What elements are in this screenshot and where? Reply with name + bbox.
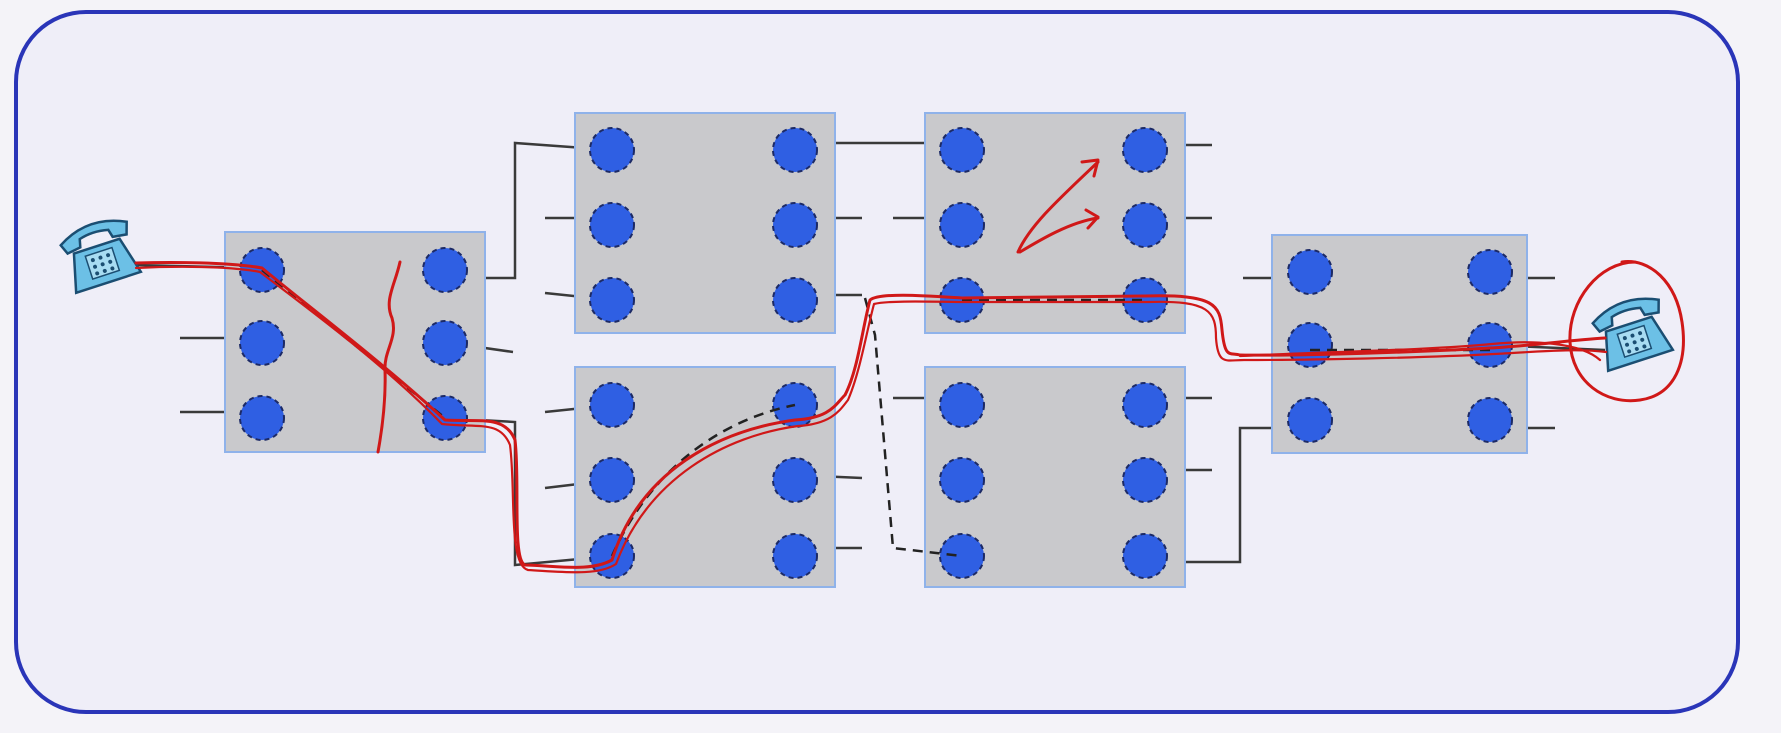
arrow-mark xyxy=(1084,208,1100,230)
port xyxy=(422,320,468,366)
arrow-mark xyxy=(1018,216,1100,254)
port xyxy=(1287,397,1333,443)
port xyxy=(772,127,818,173)
port xyxy=(1467,249,1513,295)
port xyxy=(422,247,468,293)
port xyxy=(772,457,818,503)
traced-path xyxy=(1238,341,1602,362)
port xyxy=(239,320,285,366)
port xyxy=(772,533,818,579)
port xyxy=(1287,249,1333,295)
port xyxy=(1122,533,1168,579)
telephone-icon xyxy=(1591,297,1675,373)
port xyxy=(1467,397,1513,443)
port xyxy=(939,202,985,248)
port xyxy=(1122,277,1168,323)
port xyxy=(1122,382,1168,428)
traced-path xyxy=(134,265,1608,574)
port xyxy=(1122,127,1168,173)
port xyxy=(589,202,635,248)
port xyxy=(1122,202,1168,248)
port xyxy=(1122,457,1168,503)
port xyxy=(772,277,818,323)
port xyxy=(939,127,985,173)
port xyxy=(589,277,635,323)
network-boundary xyxy=(14,10,1740,714)
port xyxy=(939,533,985,579)
broken-link-mark xyxy=(376,260,402,454)
port xyxy=(239,395,285,441)
port xyxy=(772,202,818,248)
highlight-circle xyxy=(1568,260,1685,403)
port xyxy=(589,127,635,173)
ports xyxy=(239,127,1513,579)
telephone-icon xyxy=(59,219,143,295)
arrow-mark xyxy=(1080,158,1100,178)
arrow-mark xyxy=(1016,160,1100,254)
port xyxy=(589,457,635,503)
red-annotations xyxy=(134,158,1685,574)
port xyxy=(939,457,985,503)
port xyxy=(939,382,985,428)
port xyxy=(589,382,635,428)
